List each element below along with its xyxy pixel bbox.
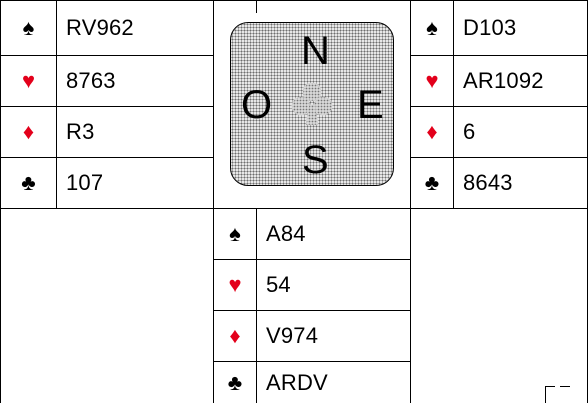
heart-icon: ♥ bbox=[411, 56, 453, 106]
east-clubs-holding: 8643 bbox=[454, 158, 587, 208]
grid-line bbox=[256, 0, 257, 13]
south-diamonds-holding: V974 bbox=[257, 311, 410, 361]
west-hearts-holding: 8763 bbox=[57, 56, 213, 106]
west-spades-holding: RV962 bbox=[57, 1, 213, 55]
compass-card: N O E S bbox=[230, 22, 394, 186]
diamond-icon: ♦ bbox=[214, 311, 256, 361]
spade-icon: ♠ bbox=[1, 1, 56, 55]
south-clubs-holding: ARDV bbox=[257, 362, 410, 403]
spade-icon: ♠ bbox=[214, 209, 256, 259]
east-hearts-holding: AR1092 bbox=[454, 56, 587, 106]
corner-mark-line bbox=[545, 386, 546, 403]
compass-north: N bbox=[301, 31, 330, 71]
club-icon: ♣ bbox=[214, 362, 256, 403]
corner-mark-line bbox=[560, 386, 570, 387]
corner-mark-line bbox=[545, 386, 555, 387]
compass-east: E bbox=[357, 85, 384, 125]
south-spades-holding: A84 bbox=[257, 209, 410, 259]
club-icon: ♣ bbox=[1, 158, 56, 208]
compass-west: O bbox=[241, 85, 272, 125]
heart-icon: ♥ bbox=[214, 260, 256, 310]
compass-south: S bbox=[302, 140, 329, 180]
east-spades-holding: D103 bbox=[454, 1, 587, 55]
heart-icon: ♥ bbox=[1, 56, 56, 106]
club-icon bbox=[290, 81, 334, 129]
west-diamonds-holding: R3 bbox=[57, 107, 213, 157]
east-diamonds-holding: 6 bbox=[454, 107, 587, 157]
club-icon: ♣ bbox=[411, 158, 453, 208]
diamond-icon: ♦ bbox=[411, 107, 453, 157]
west-clubs-holding: 107 bbox=[57, 158, 213, 208]
south-hearts-holding: 54 bbox=[257, 260, 410, 310]
spade-icon: ♠ bbox=[411, 1, 453, 55]
diamond-icon: ♦ bbox=[1, 107, 56, 157]
